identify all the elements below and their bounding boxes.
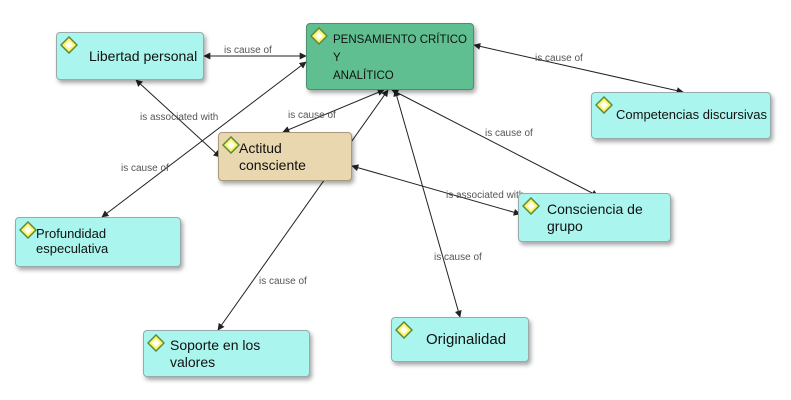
concept-diamond-icon: [395, 321, 413, 339]
node-actitud-consciente[interactable]: Actitud consciente: [218, 132, 352, 181]
concept-diamond-icon: [19, 221, 37, 239]
link-pensamiento-soporte[interactable]: [217, 89, 389, 331]
relation-label: is cause of: [121, 163, 169, 174]
node-soporte-en-los-valores[interactable]: Soporte en los valores: [143, 330, 310, 377]
concept-diamond-icon: [147, 334, 165, 352]
node-label: Soporte en los valores: [170, 337, 261, 370]
relation-label: is associated with: [446, 190, 525, 201]
node-label: Actitud consciente: [239, 140, 306, 173]
node-originalidad[interactable]: Originalidad: [391, 317, 529, 362]
node-pensamiento-critico[interactable]: PENSAMIENTO CRÍTICO Y ANALÍTICO: [306, 23, 474, 90]
relation-label: is cause of: [259, 276, 307, 287]
node-profundidad-especulativa[interactable]: Profundidad especulativa: [15, 217, 181, 267]
concept-diamond-icon: [522, 197, 540, 215]
node-consciencia-de-grupo[interactable]: Consciencia de grupo: [518, 193, 671, 242]
relation-label: is cause of: [535, 53, 583, 64]
link-pensamiento-consciencia[interactable]: [391, 89, 599, 197]
concept-diamond-icon: [595, 96, 613, 114]
node-competencias-discursivas[interactable]: Competencias discursivas: [591, 92, 771, 139]
relation-label: is associated with: [140, 112, 219, 123]
relation-label: is cause of: [224, 45, 272, 56]
relation-label: is cause of: [485, 128, 533, 139]
concept-diamond-icon: [222, 136, 240, 154]
node-label: Originalidad: [426, 330, 507, 348]
node-label: PENSAMIENTO CRÍTICO Y ANALÍTICO: [333, 34, 467, 82]
node-label: Consciencia de grupo: [547, 201, 643, 234]
node-libertad-personal[interactable]: Libertad personal: [56, 32, 204, 80]
relation-label: is cause of: [288, 110, 336, 121]
node-label: Libertad personal: [89, 47, 198, 64]
concept-diamond-icon: [60, 36, 78, 54]
link-pensamiento-profundidad[interactable]: [101, 61, 307, 218]
node-label: Profundidad especulativa: [36, 226, 109, 256]
concept-diamond-icon: [310, 27, 328, 45]
node-label: Competencias discursivas: [616, 107, 768, 123]
link-pensamiento-competencias[interactable]: [473, 42, 684, 95]
link-pensamiento-originalidad[interactable]: [393, 89, 462, 318]
relation-label: is cause of: [434, 252, 482, 263]
